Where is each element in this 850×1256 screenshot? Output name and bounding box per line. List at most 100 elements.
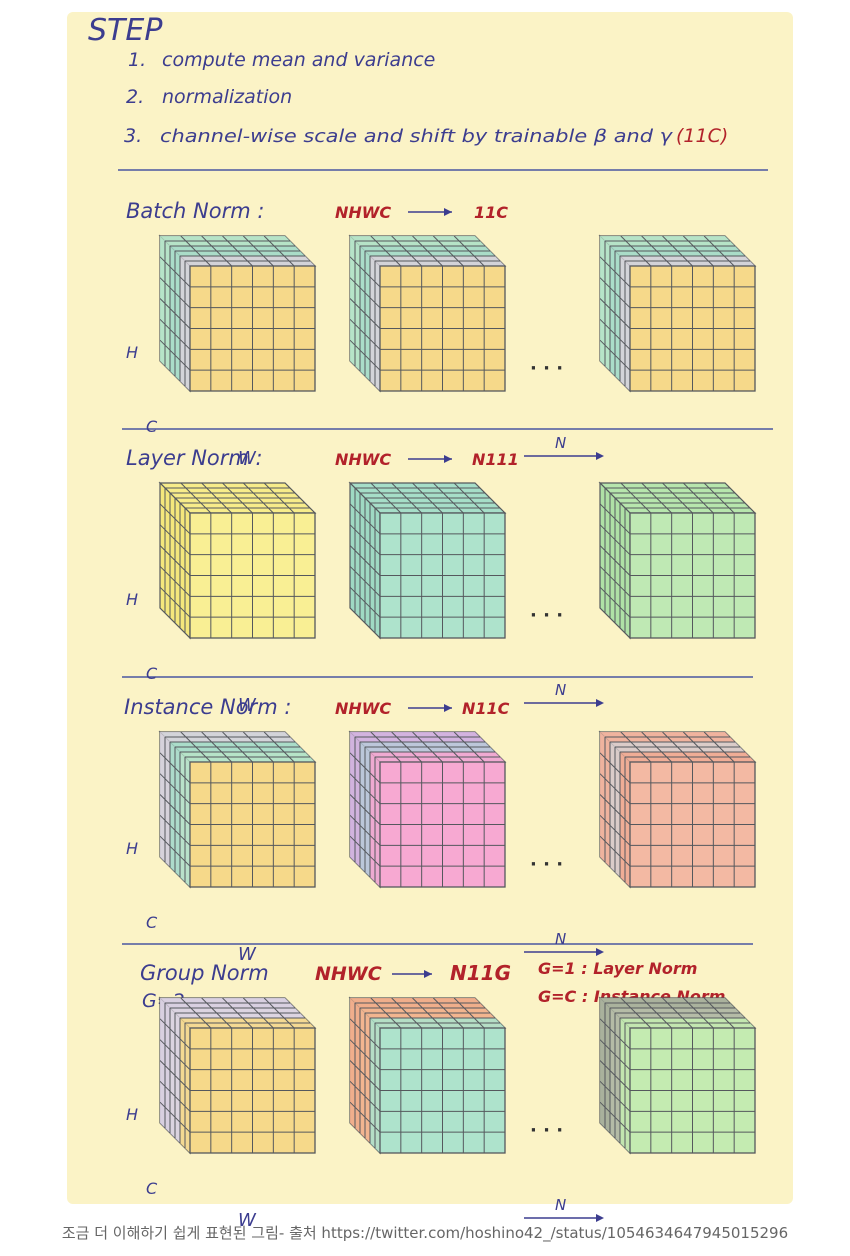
grid-line: [349, 794, 381, 825]
tensor-cube: [598, 996, 757, 1155]
grid-line: [599, 1039, 631, 1071]
grid-line: [159, 503, 191, 535]
mapping-to: N11G: [450, 961, 511, 985]
grid-line: [159, 1039, 191, 1071]
grid-line: [159, 1101, 191, 1133]
image-caption: 조금 더 이해하기 쉽게 표현된 그림- 출처 https://twitter.…: [61, 1224, 789, 1242]
step-1-number: 1.: [128, 49, 146, 71]
mapping-from: NHWC: [335, 450, 391, 469]
axis-c-label: C: [146, 1179, 158, 1198]
axis-c-label: C: [146, 913, 158, 932]
axis-w-label: W: [238, 695, 257, 716]
grid-line: [349, 545, 381, 576]
grid-line: [159, 339, 191, 371]
tensor-cube: [348, 481, 507, 640]
grid-line: [349, 752, 381, 784]
grid-line: [349, 256, 381, 288]
grid-line: [599, 1101, 631, 1133]
axis-n-label: N: [555, 681, 566, 699]
grid-line: [159, 814, 191, 846]
grid-line: [349, 1039, 381, 1071]
section-title: Group Norm: [140, 961, 269, 985]
grid-line: [349, 503, 381, 535]
grid-line: [599, 503, 631, 535]
grid-line: [599, 318, 631, 350]
ellipsis: · · ·: [530, 605, 563, 626]
n-arrowhead: [596, 699, 604, 707]
grid-line: [159, 277, 191, 309]
ellipsis: · · ·: [530, 1120, 563, 1141]
axis-n-label: N: [555, 930, 566, 948]
axis-w-label: W: [238, 448, 257, 469]
mapping-from: NHWC: [315, 963, 382, 985]
grid-line: [349, 524, 381, 556]
grid-line: [159, 794, 191, 825]
grid-line: [599, 298, 631, 329]
grid-line: [599, 524, 631, 556]
tensor-cube: [598, 234, 757, 393]
axis-n-label: N: [555, 1196, 566, 1214]
grid-line: [599, 545, 631, 576]
n-arrowhead: [596, 452, 604, 460]
tensor-cube: [158, 996, 317, 1155]
grid-line: [349, 339, 381, 371]
mapping-arrowhead: [424, 970, 432, 978]
grid-line: [349, 565, 381, 597]
note-group-1: G=1 : Layer Norm: [538, 959, 697, 978]
tensor-cube: [598, 481, 757, 640]
grid-line: [599, 1018, 631, 1050]
grid-line: [159, 298, 191, 329]
grid-line: [349, 277, 381, 309]
grid-line: [599, 794, 631, 825]
grid-line: [599, 773, 631, 805]
axis-w-label: W: [238, 944, 257, 965]
n-arrowhead: [596, 1214, 604, 1222]
axis-h-label: H: [126, 343, 138, 362]
axis-h-label: H: [126, 839, 138, 858]
grid-line: [599, 1060, 631, 1091]
step-3-number: 3.: [124, 125, 142, 147]
step-2-text: normalization: [162, 86, 292, 108]
grid-line: [349, 1080, 381, 1112]
axis-c-label: C: [146, 664, 158, 683]
grid-line: [159, 1060, 191, 1091]
grid-line: [349, 586, 381, 618]
tensor-cube: [348, 996, 507, 1155]
axis-w-label: W: [238, 1210, 257, 1231]
ellipsis: · · ·: [530, 358, 563, 379]
mapping-arrowhead: [444, 704, 452, 712]
tensor-cube: [158, 481, 317, 640]
grid-line: [349, 773, 381, 805]
tensor-cube: [348, 234, 507, 393]
step-3-suffix: (11C): [676, 125, 728, 147]
section-title: Batch Norm :: [126, 199, 264, 223]
grid-line: [599, 256, 631, 288]
grid-line: [349, 318, 381, 350]
grid-line: [349, 1018, 381, 1050]
grid-line: [349, 835, 381, 867]
mapping-arrowhead: [444, 455, 452, 463]
n-arrowhead: [596, 948, 604, 956]
axis-c-label: C: [146, 417, 158, 436]
tensor-cube: [348, 730, 507, 889]
tensor-cube: [158, 730, 317, 889]
mapping-from: NHWC: [335, 203, 391, 222]
grid-line: [599, 339, 631, 371]
grid-line: [599, 752, 631, 784]
grid-line: [349, 814, 381, 846]
grid-line: [159, 565, 191, 597]
axis-h-label: H: [126, 590, 138, 609]
grid-line: [599, 277, 631, 309]
axis-h-label: H: [126, 1105, 138, 1124]
grid-line: [159, 773, 191, 805]
grid-line: [349, 1101, 381, 1133]
grid-line: [159, 545, 191, 576]
grid-line: [159, 318, 191, 350]
step-heading: STEP: [88, 13, 163, 48]
axis-n-label: N: [555, 434, 566, 452]
mapping-to: N11C: [462, 699, 510, 718]
